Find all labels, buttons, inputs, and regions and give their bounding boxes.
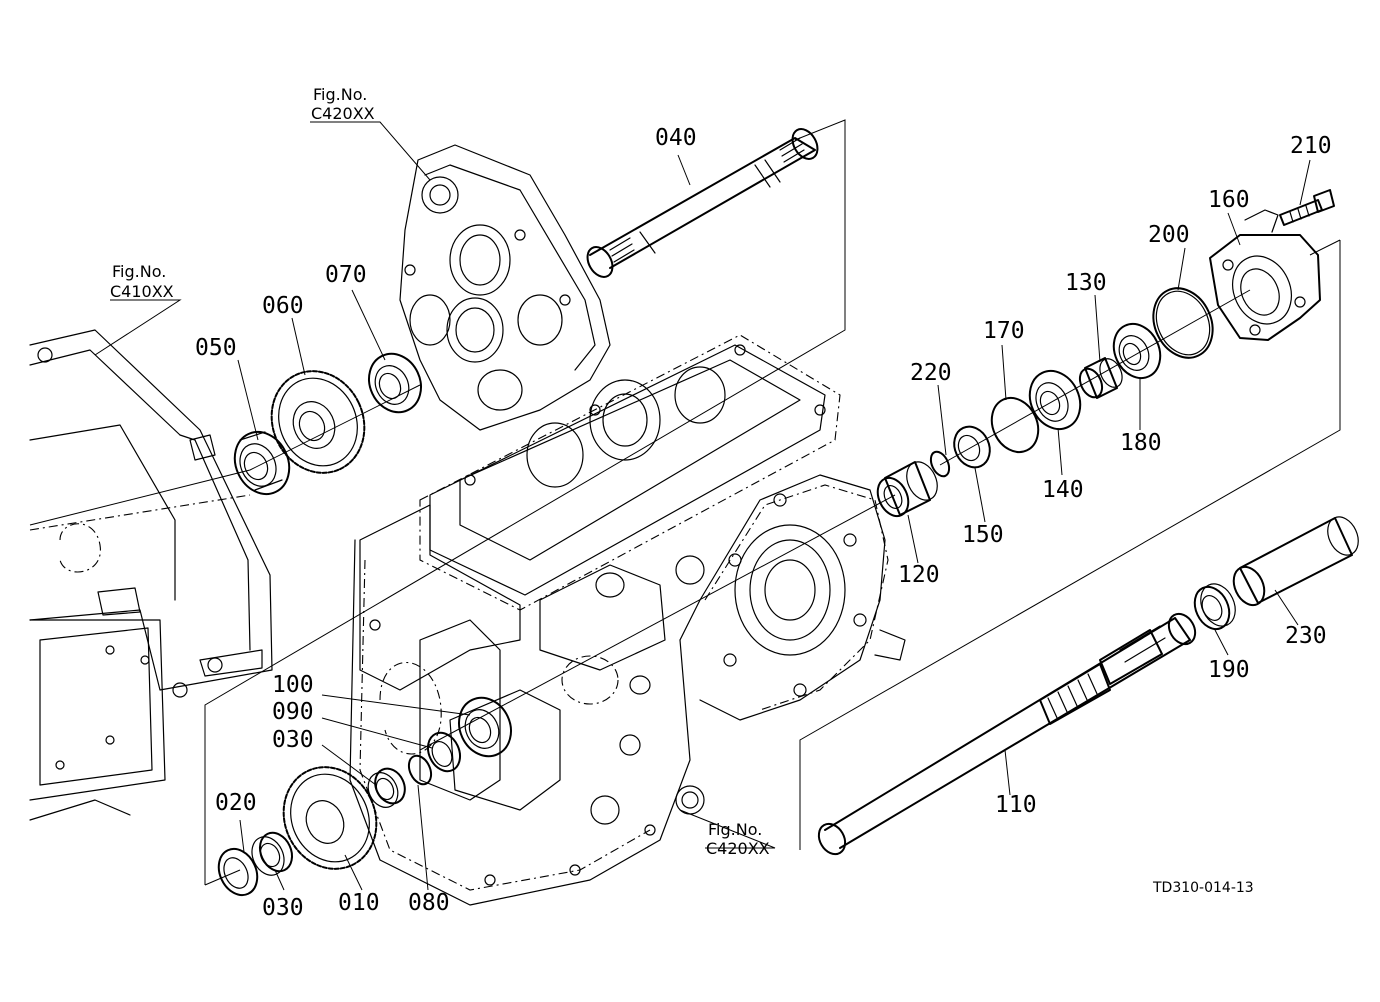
- label-part-010: 010: [338, 890, 380, 916]
- label-part-030-lower: 030: [262, 895, 304, 921]
- figure-ref-top: Fig.No. C420XX: [311, 85, 375, 123]
- figure-ref-top-prefix: Fig.No.: [313, 85, 367, 104]
- leader-lines: [94, 121, 1311, 891]
- label-part-080: 080: [408, 890, 450, 916]
- label-part-140: 140: [1042, 477, 1084, 503]
- transmission-case: [349, 334, 906, 906]
- label-part-210: 210: [1290, 133, 1332, 159]
- snap-ring-170: [990, 396, 1040, 454]
- label-part-050: 050: [195, 335, 237, 361]
- label-part-150: 150: [962, 522, 1004, 548]
- label-part-090: 090: [272, 699, 314, 725]
- label-part-100: 100: [272, 672, 314, 698]
- needle-bearing-030-upper: [367, 767, 406, 808]
- bearing-140: [1028, 369, 1082, 431]
- label-part-020: 020: [215, 790, 257, 816]
- cover-160: [1209, 209, 1321, 341]
- collar-130: [1078, 357, 1123, 399]
- washer-020: [217, 847, 259, 897]
- figure-ref-bottom: Fig.No. C420XX: [706, 820, 770, 858]
- label-part-040: 040: [655, 125, 697, 151]
- seal-190: [1193, 583, 1236, 631]
- label-part-180: 180: [1120, 430, 1162, 456]
- gear-010: [282, 766, 378, 870]
- figure-ref-top-code: C420XX: [311, 104, 375, 123]
- ring-090: [426, 731, 462, 773]
- figure-ref-bottom-code: C420XX: [706, 839, 770, 858]
- shaft-110: [817, 612, 1197, 856]
- center-lines: [29, 119, 1341, 886]
- label-part-190: 190: [1208, 657, 1250, 683]
- o-ring-200: [1152, 287, 1214, 359]
- needle-bearing-030-lower: [251, 831, 294, 876]
- figure-ref-bottom-prefix: Fig.No.: [708, 820, 762, 839]
- figure-ref-left: Fig.No. C410XX: [110, 262, 174, 301]
- sleeve-230: [1232, 516, 1359, 607]
- bolt-210: [1279, 189, 1335, 226]
- label-part-170: 170: [983, 318, 1025, 344]
- label-part-120: 120: [898, 562, 940, 588]
- figure-ref-left-code: C410XX: [110, 282, 174, 301]
- shaft-040: [586, 128, 819, 278]
- upper-case: [399, 144, 611, 431]
- label-part-030-upper: 030: [272, 727, 314, 753]
- snap-ring-080: [407, 754, 433, 786]
- label-part-130: 130: [1065, 270, 1107, 296]
- label-part-060: 060: [262, 293, 304, 319]
- bearing-070: [368, 352, 422, 414]
- label-part-220: 220: [910, 360, 952, 386]
- bearing-180: [1112, 322, 1162, 380]
- gear-060: [270, 370, 366, 474]
- part-labels: 040 050 060 070 100 090 030 020 030 010 …: [195, 125, 1332, 921]
- label-part-110: 110: [995, 792, 1037, 818]
- drawing-code: TD310-014-13: [1152, 880, 1254, 896]
- snap-ring-220: [929, 450, 951, 478]
- left-housing: [29, 329, 273, 821]
- label-part-070: 070: [325, 262, 367, 288]
- label-part-160: 160: [1208, 187, 1250, 213]
- bearing-100: [458, 696, 512, 758]
- bearing-050: [233, 430, 291, 496]
- figure-ref-left-prefix: Fig.No.: [112, 262, 166, 281]
- label-part-230: 230: [1285, 623, 1327, 649]
- label-part-200: 200: [1148, 222, 1190, 248]
